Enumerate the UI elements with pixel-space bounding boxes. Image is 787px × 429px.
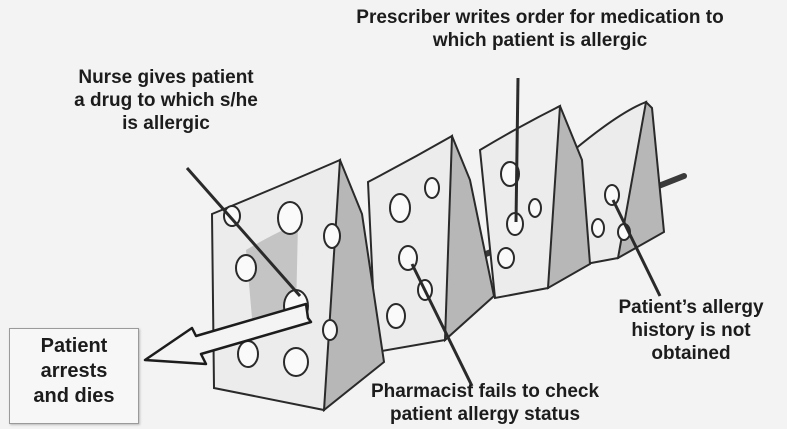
nurse-label: Nurse gives patient a drug to which s/he… — [56, 66, 276, 135]
nurse-label-line-2: a drug to which s/he — [74, 90, 258, 111]
outcome-label: Patient arrests and dies — [10, 334, 138, 409]
pharmacist-leader-line — [410, 263, 474, 387]
history-label-line-1: Patient’s allergy — [618, 297, 764, 318]
pharmacist-label-line-1: Pharmacist fails to check — [370, 381, 600, 402]
prescriber-leader-line — [514, 77, 520, 223]
nurse-leader-line — [185, 167, 302, 297]
prescriber-label-line-2: which patient is allergic — [432, 30, 648, 51]
nurse-label-line-3: is allergic — [122, 113, 210, 134]
cheese-slice-1 — [210, 158, 386, 413]
pharmacist-label-line-2: patient allergy status — [389, 404, 581, 425]
outcome-arrow — [143, 302, 313, 366]
outcome-label-line-3: and dies — [33, 385, 115, 407]
cheese-slice-4 — [572, 100, 666, 268]
nurse-label-line-1: Nurse gives patient — [78, 67, 254, 88]
outcome-label-line-2: arrests — [40, 360, 108, 382]
history-label-line-2: history is not — [631, 320, 751, 341]
cheese-slice-2 — [366, 134, 496, 354]
history-leader-line — [611, 199, 662, 297]
outcome-box: Patient arrests and dies — [9, 328, 139, 424]
history-label-line-3: obtained — [651, 343, 731, 364]
prescriber-label-line-1: Prescriber writes order for medication t… — [356, 7, 724, 28]
history-label: Patient’s allergy history is not obtaine… — [606, 296, 776, 365]
cheese-slice-3 — [478, 104, 592, 300]
prescriber-label: Prescriber writes order for medication t… — [300, 6, 780, 52]
outcome-label-line-1: Patient — [40, 335, 108, 357]
pharmacist-label: Pharmacist fails to check patient allerg… — [340, 380, 630, 426]
